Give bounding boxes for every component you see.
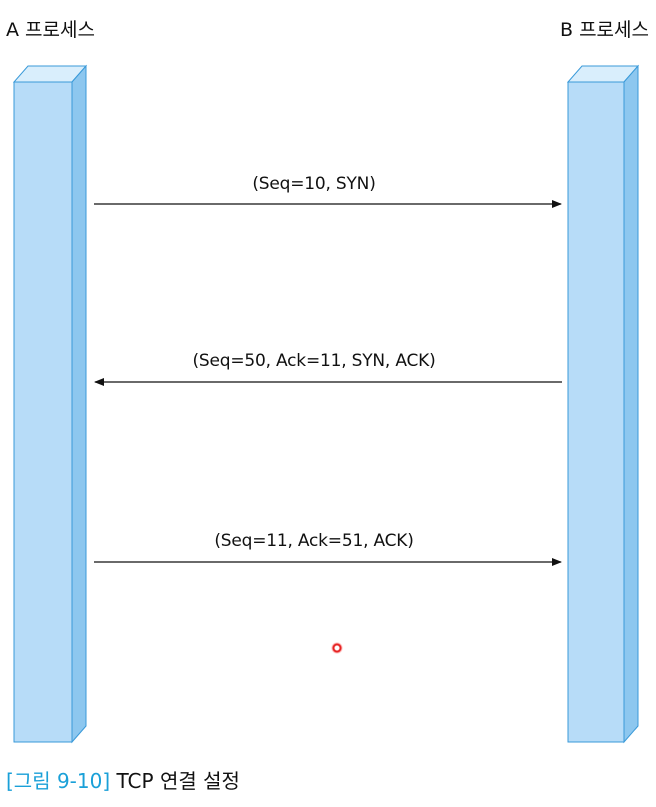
process-a-bar-front <box>13 81 73 743</box>
process-b-bar <box>566 64 640 744</box>
figure-number: [그림 9-10] <box>6 769 111 793</box>
process-a-label: A 프로세스 <box>6 19 95 41</box>
msg2-label: (Seq=50, Ack=11, SYN, ACK) <box>192 351 436 371</box>
figure-caption: [그림 9-10] TCP 연결 설정 <box>6 768 240 794</box>
figure-title: TCP 연결 설정 <box>116 769 240 793</box>
msg3-label: (Seq=11, Ack=51, ACK) <box>214 531 414 551</box>
msg1-label: (Seq=10, SYN) <box>252 174 376 194</box>
process-b-label: B 프로세스 <box>560 19 649 41</box>
process-a-bar <box>12 64 88 744</box>
process-b-bar-side <box>623 64 639 744</box>
cursor-indicator <box>331 642 343 654</box>
process-b-bar-front <box>567 81 625 743</box>
process-a-bar-side <box>71 64 87 744</box>
